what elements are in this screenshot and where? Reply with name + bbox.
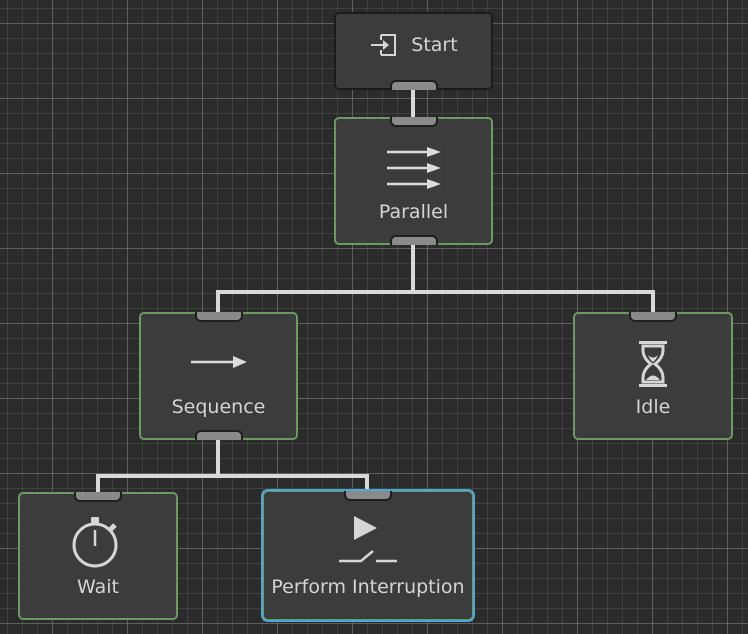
edge-parallel-bar: [216, 290, 655, 294]
edge-to-perform-interruption: [365, 474, 369, 491]
node-wait[interactable]: Wait: [18, 492, 178, 620]
input-port[interactable]: [389, 117, 438, 127]
edge-sequence-trunk: [216, 439, 220, 478]
node-start[interactable]: Start: [334, 12, 493, 90]
edge-to-sequence: [216, 290, 220, 314]
input-port[interactable]: [194, 312, 243, 322]
node-idle[interactable]: Idle: [573, 312, 733, 440]
node-label: Sequence: [171, 396, 266, 418]
hourglass-icon: [639, 341, 667, 387]
node-parallel[interactable]: Parallel: [334, 117, 493, 245]
node-label: Parallel: [378, 201, 449, 223]
play-switch-icon: [339, 516, 397, 563]
input-port[interactable]: [344, 491, 392, 501]
node-label: Perform Interruption: [271, 576, 465, 598]
node-label: Idle: [635, 396, 671, 418]
output-port[interactable]: [389, 80, 438, 90]
edge-to-idle: [651, 290, 655, 314]
edge-to-wait: [96, 474, 100, 494]
node-perform-interruption[interactable]: Perform Interruption: [263, 491, 473, 620]
output-port[interactable]: [389, 235, 438, 245]
output-port[interactable]: [194, 430, 243, 440]
input-port[interactable]: [629, 312, 677, 322]
arrow-right-icon: [190, 356, 247, 368]
parallel-arrows-icon: [386, 147, 441, 189]
edge-parallel-trunk: [411, 244, 415, 294]
input-port[interactable]: [74, 492, 122, 502]
stopwatch-icon: [72, 517, 118, 568]
edge-sequence-bar: [96, 474, 369, 478]
node-label: Wait: [77, 576, 119, 598]
node-label: Start: [411, 34, 458, 56]
node-sequence[interactable]: Sequence: [139, 312, 298, 440]
edge-start-parallel: [411, 88, 415, 118]
enter-icon: [371, 34, 397, 56]
